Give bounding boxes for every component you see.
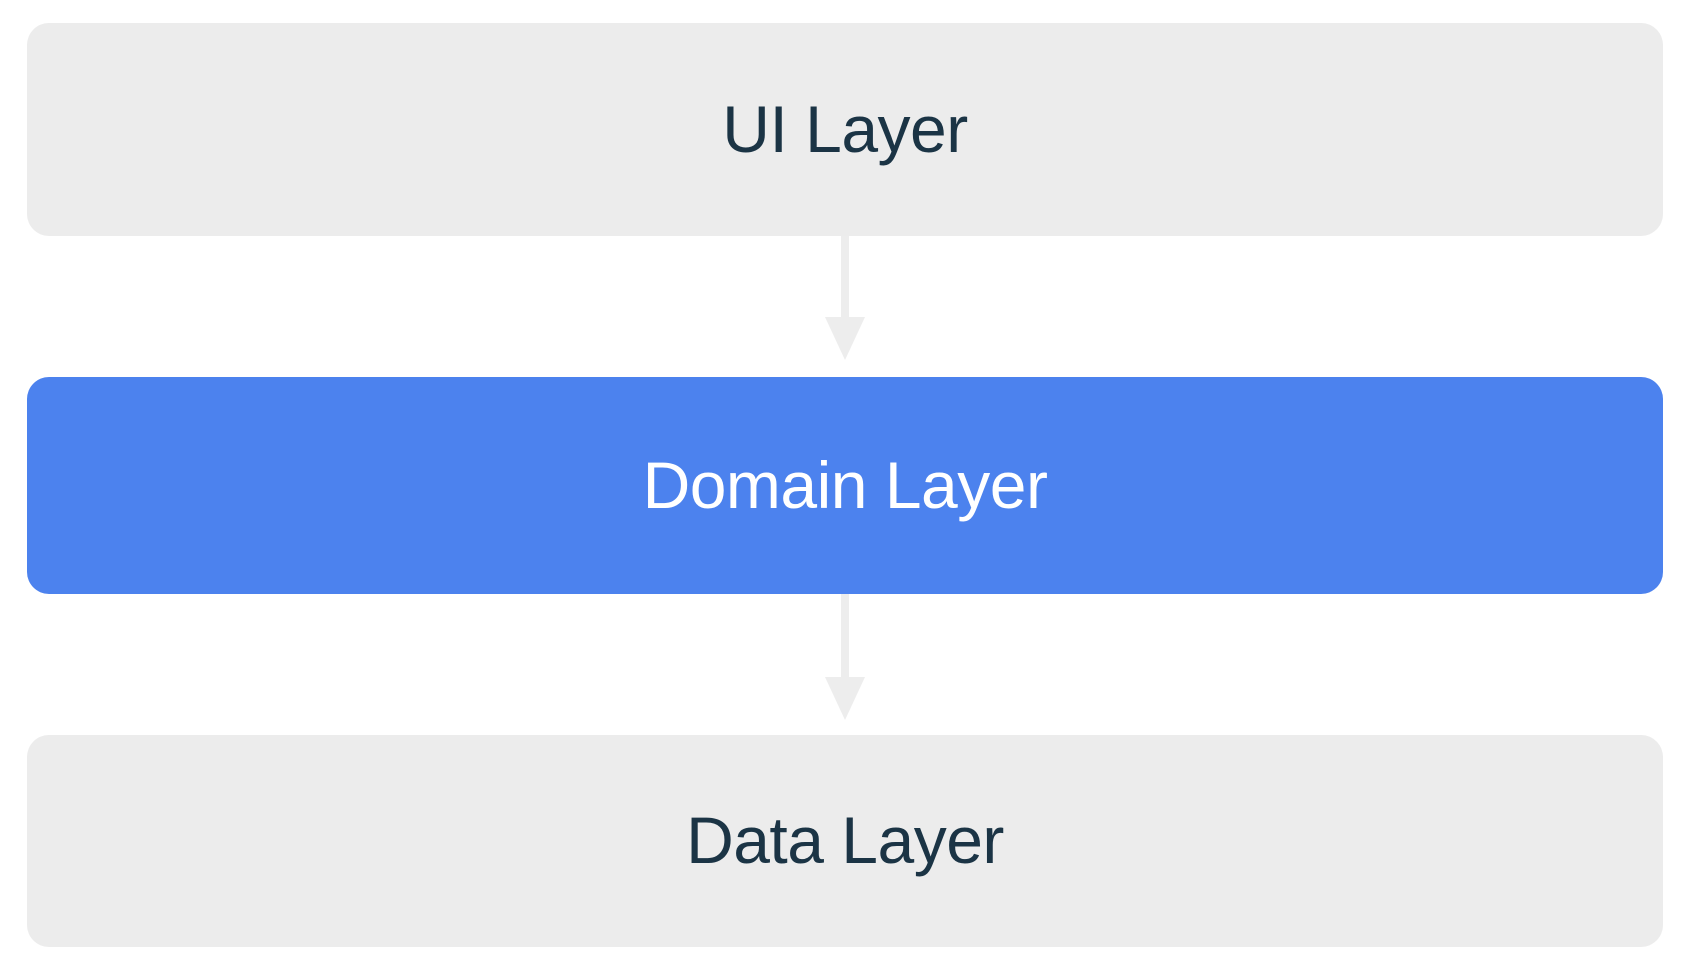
edge-ui-to-domain-arrowhead xyxy=(825,317,865,360)
node-ui-layer-label: UI Layer xyxy=(722,91,968,166)
edge-domain-to-data-arrowhead xyxy=(825,677,865,720)
node-data-layer-label: Data Layer xyxy=(686,803,1004,878)
node-domain-layer[interactable]: Domain Layer xyxy=(27,377,1663,594)
node-ui-layer[interactable]: UI Layer xyxy=(27,23,1663,236)
node-domain-layer-label: Domain Layer xyxy=(642,447,1048,522)
node-data-layer[interactable]: Data Layer xyxy=(27,735,1663,947)
